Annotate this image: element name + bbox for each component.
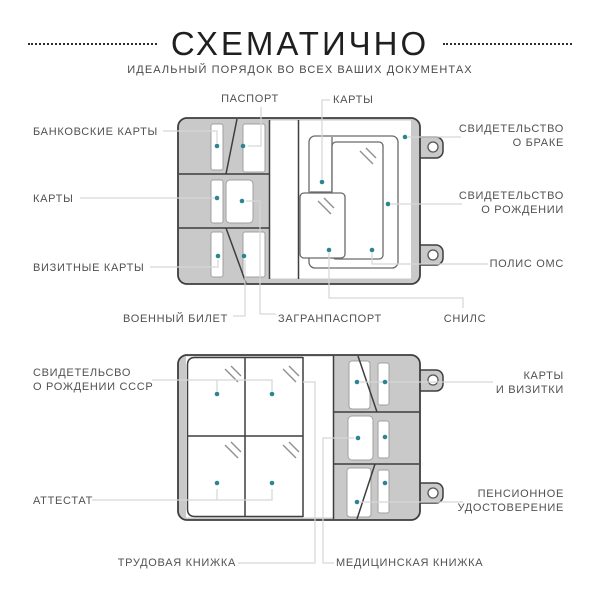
pocket-dots bbox=[214, 134, 408, 505]
card-pocket bbox=[346, 467, 372, 518]
glass-shine bbox=[282, 365, 300, 383]
label-bank-cards: БАНКОВСКИЕ КАРТЫ bbox=[33, 126, 158, 138]
dotted-rule-right bbox=[443, 43, 573, 45]
dotted-rule-left bbox=[28, 43, 157, 45]
glass-shine bbox=[224, 441, 242, 459]
label-military-id: ВОЕННЫЙ БИЛЕТ bbox=[123, 313, 228, 325]
label-cards: КАРТЫ bbox=[333, 94, 374, 106]
label-birth-certificate: СВИДЕТЕЛЬСТВО О РОЖДЕНИИ bbox=[458, 190, 564, 216]
label-snils: СНИЛС bbox=[443, 313, 487, 325]
label-international-passport: ЗАГРАНПАСПОРТ bbox=[278, 313, 382, 325]
label-cards-and-business-cards: КАРТЫ И ВИЗИТКИ bbox=[495, 370, 564, 396]
card-slot bbox=[210, 179, 224, 224]
label-medical-policy: ПОЛИС ОМС bbox=[489, 258, 564, 270]
label-marriage-certificate: СВИДЕТЕЛЬСТВО О БРАКЕ bbox=[458, 123, 564, 149]
label-school-certificate: АТТЕСТАТ bbox=[33, 495, 93, 507]
card-slot bbox=[377, 469, 390, 514]
glass-shine bbox=[282, 441, 300, 459]
page-subtitle: ИДЕАЛЬНЫЙ ПОРЯДОК ВО ВСЕХ ВАШИХ ДОКУМЕНТ… bbox=[127, 64, 473, 76]
label-pension-certificate: ПЕНСИОННОЕ УДОСТОВЕРЕНИЕ bbox=[457, 488, 564, 514]
glass-shine bbox=[359, 147, 377, 165]
card-pocket bbox=[242, 231, 266, 278]
leader-lines bbox=[80, 99, 493, 564]
card-pocket bbox=[242, 123, 266, 173]
card-slot bbox=[377, 362, 390, 406]
page-title: СХЕМАТИЧНО bbox=[170, 25, 430, 62]
label-cards: КАРТЫ bbox=[33, 193, 74, 205]
bottom-organizer bbox=[177, 354, 444, 521]
label-ussr-birth-certificate: СВИДЕТЕЛЬСВО О РОЖДЕНИИ СССР bbox=[33, 367, 154, 393]
label-work-record-book: ТРУДОВАЯ КНИЖКА bbox=[117, 557, 236, 569]
card-slot bbox=[377, 420, 390, 459]
label-medical-book: МЕДИЦИНСКАЯ КНИЖКА bbox=[336, 557, 484, 569]
label-business-cards: ВИЗИТНЫЕ КАРТЫ bbox=[33, 262, 145, 274]
card-pocket bbox=[348, 360, 371, 410]
label-passport: ПАСПОРТ bbox=[221, 93, 279, 105]
glass-shine bbox=[317, 197, 335, 215]
top-organizer bbox=[177, 117, 444, 285]
document bbox=[299, 192, 346, 259]
header: СХЕМАТИЧНО bbox=[28, 25, 573, 62]
